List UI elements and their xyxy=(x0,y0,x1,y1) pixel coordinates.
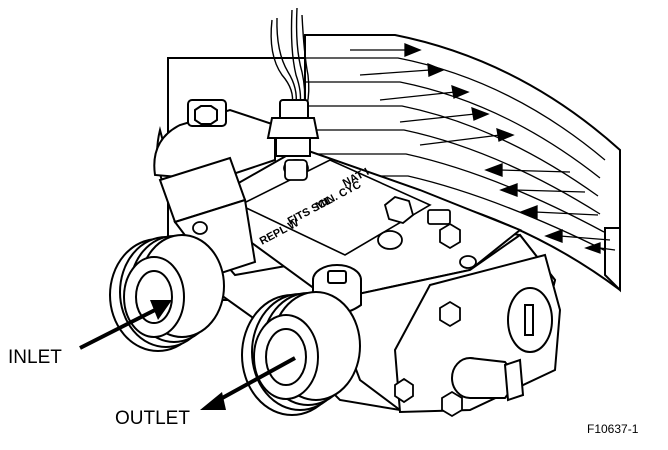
figure-id-label: F10637-1 xyxy=(587,422,639,436)
wire-fitting xyxy=(266,99,320,157)
outlet-flange xyxy=(241,291,361,416)
drain-elbow xyxy=(451,357,525,402)
outlet-arrow xyxy=(200,356,296,410)
flow-arrows-left xyxy=(484,163,616,254)
fittings xyxy=(192,159,477,269)
wires xyxy=(270,7,310,106)
heat-exchanger-fins xyxy=(304,34,621,293)
outlet-label: OUTLET xyxy=(115,408,190,429)
inlet-flange xyxy=(109,234,225,352)
inlet-arrow xyxy=(79,300,172,350)
bracket-assembly xyxy=(153,99,276,277)
end-cap-bolts xyxy=(394,300,463,418)
inlet-label: INLET xyxy=(8,347,62,368)
flow-arrows-right xyxy=(350,43,515,146)
